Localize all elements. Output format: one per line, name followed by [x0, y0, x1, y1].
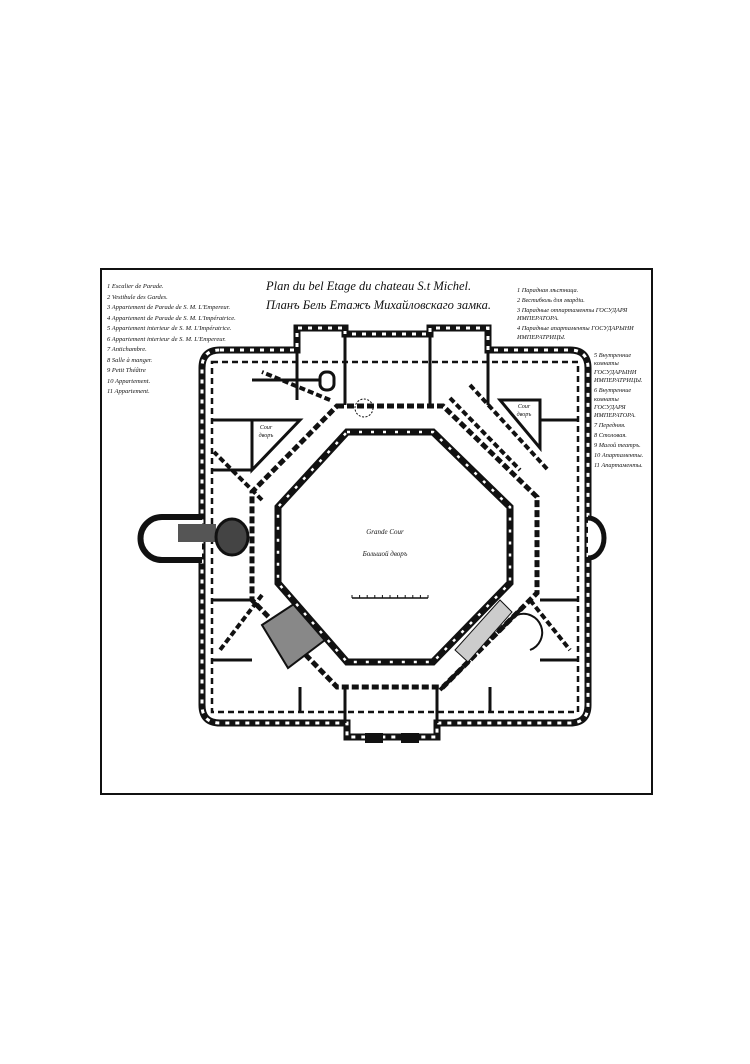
legend-item: 1 Парадная лѣстница. [517, 287, 579, 294]
main-entrance [365, 733, 419, 743]
small-courtyard-west [250, 418, 304, 474]
legend-russian-bottom: 5 Внутренние комнаты ГОСУДАРЫНИ ИМПЕРАТР… [594, 352, 651, 470]
small-court-fr: Cour [259, 425, 273, 431]
title-russian: Планъ Бель Етажъ Михайловскаго замка. [266, 298, 491, 312]
courtyard-label-fr: Grande Cour [366, 528, 404, 536]
small-courtyard-east [496, 398, 542, 453]
small-court-west-label: Cour дворъ [252, 424, 280, 440]
legend-item: 9 Малой театръ. [594, 442, 641, 450]
small-court-ru: дворъ [516, 412, 532, 418]
legend-item: 7 Antichambre. [107, 346, 147, 353]
legend-item: 7 Передняя. [594, 422, 626, 430]
legend-item: 4 Парадные апартаменты ГОСУДАРЫНИ ИМПЕРА… [517, 325, 634, 341]
legend-russian-top: 1 Парадная лѣстница. 2 Вестибюль для гва… [517, 287, 650, 342]
title-french: Plan du bel Etage du chateau S.t Michel. [266, 279, 472, 293]
courtyard-label-ru: Большой дворъ [362, 550, 408, 558]
legend-item: 11 Appartement. [107, 388, 150, 395]
legend-item: 3 Парадные отпартаменты ГОСУДАРЯ ИМПЕРАТ… [517, 306, 628, 323]
scale-bar [351, 595, 429, 599]
plate-border [100, 268, 653, 795]
legend-item: 8 Столовая. [594, 432, 627, 440]
legend-item: 6 Внутренние комнаты ГОСУДАРЯ ИМПЕРАТОРА… [594, 387, 636, 420]
west-chapel [137, 514, 250, 563]
legend-item: 5 Appartement interieur de S. M. L'Impér… [107, 325, 232, 332]
east-apse [587, 515, 607, 561]
legend-item: 2 Вестибюль для гвардіи. [517, 296, 585, 304]
small-court-east-label: Cour дворъ [510, 403, 538, 419]
legend-item: 3 Appartement de Parade de S. M. L'Emper… [107, 304, 231, 311]
legend-item: 1 Escalier de Parade. [107, 283, 164, 290]
legend-item: 4 Appartement de Parade de S. M. L'Impér… [107, 314, 236, 322]
small-court-fr: Cour [517, 404, 531, 410]
legend-french: 1 Escalier de Parade. 2 Vestibule des Ga… [107, 282, 236, 398]
legend-item: 11 Апартаменты. [594, 461, 643, 469]
legend-item: 10 Appartement. [107, 377, 151, 385]
small-court-ru: дворъ [258, 433, 274, 439]
legend-item: 5 Внутренние комнаты ГОСУДАРЫНИ ИМПЕРАТР… [594, 352, 643, 385]
legend-item: 8 Salle à manger. [107, 356, 153, 364]
legend-item: 6 Appartement interieur de S. M. L'Emper… [107, 335, 226, 343]
legend-item: 10 Апартаменты. [594, 451, 644, 459]
legend-item: 2 Vestibule des Gardes. [107, 293, 168, 301]
legend-item: 9 Petit Théâtre [107, 367, 146, 374]
room-partitions [212, 334, 578, 723]
